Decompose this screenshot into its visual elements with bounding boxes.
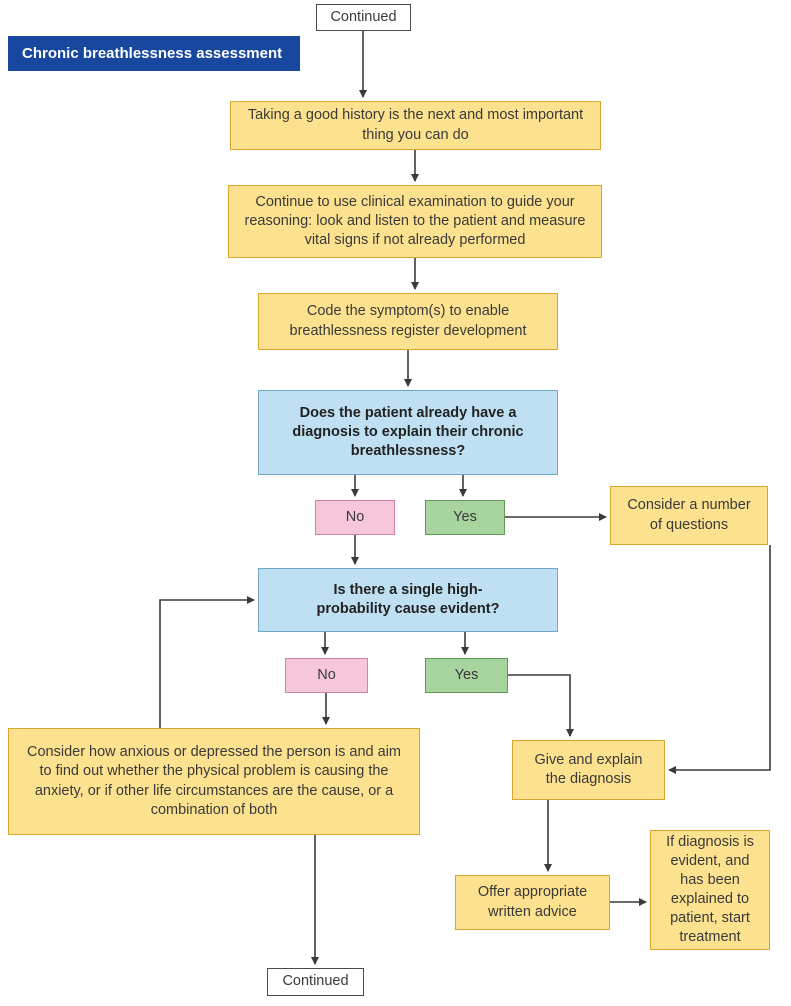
examination-node: Continue to use clinical examination to …: [228, 185, 602, 258]
consider-questions-node: Consider a number of questions: [610, 486, 768, 545]
diagnosis-no-node: No: [315, 500, 395, 535]
diagnosis-yes-node: Yes: [425, 500, 505, 535]
question-diagnosis-node: Does the patient already have a diagnosi…: [258, 390, 558, 475]
continued-top-node: Continued: [316, 4, 411, 31]
continued-bottom-node: Continued: [267, 968, 364, 996]
title-banner: Chronic breathlessness assessment: [8, 36, 300, 71]
history-node: Taking a good history is the next and mo…: [230, 101, 601, 150]
question-single-cause-node: Is there a single high-probability cause…: [258, 568, 558, 632]
offer-advice-node: Offer appropriate written advice: [455, 875, 610, 930]
consider-anxiety-node: Consider how anxious or depressed the pe…: [8, 728, 420, 835]
code-symptoms-node: Code the symptom(s) to enable breathless…: [258, 293, 558, 350]
arrow-yes2-to-give-diagnosis: [508, 674, 574, 737]
start-treatment-node: If diagnosis is evident, and has been ex…: [650, 830, 770, 950]
give-diagnosis-node: Give and explain the diagnosis: [512, 740, 665, 800]
single-cause-yes-node: Yes: [425, 658, 508, 693]
arrow-anxiety-loop-to-qsinglecause: [159, 596, 255, 728]
arrow-consider-questions-to-give-diagnosis: [668, 545, 771, 774]
single-cause-no-node: No: [285, 658, 368, 693]
